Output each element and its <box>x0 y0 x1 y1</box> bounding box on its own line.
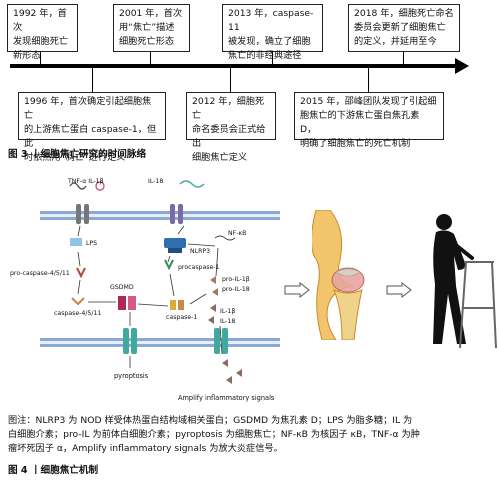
procaspase4511-icon <box>76 267 86 279</box>
label-lps: LPS <box>86 240 98 247</box>
elderly-walker-icon <box>433 214 497 349</box>
connector <box>40 52 41 64</box>
right-arrow-icon <box>386 282 412 298</box>
timeline-event-1996: 1996 年，首次确定引起细胞焦亡 的上游焦亡蛋白 caspase-1，但此 时… <box>18 92 166 163</box>
pro-il-icons <box>210 276 218 296</box>
label-gsdmd: GSDMD <box>110 284 134 291</box>
nlrp3-icon <box>164 238 186 253</box>
procaspase1-icon <box>164 259 174 271</box>
label-il1b: IL-1β <box>220 308 236 315</box>
label-il18-mature: IL-18 <box>220 318 236 325</box>
timeline-event-2018: 2018 年，细胞死亡命名 委员会更新了细胞焦亡 的定义，并延用至今 <box>348 4 460 52</box>
label-nfkb: NF-κB <box>228 230 247 237</box>
mature-il-icons <box>208 304 242 384</box>
caspase4511-icon <box>71 297 85 306</box>
receptor-right-icon <box>170 204 183 224</box>
receptor-left-icon <box>76 204 89 224</box>
right-arrow-icon <box>284 282 310 298</box>
label-caspase1: caspase-1 <box>166 314 198 321</box>
connector <box>272 52 273 64</box>
label-nlrp3: NLRP3 <box>190 248 211 255</box>
label-procaspase4511: pro-caspase-4/5/11 <box>10 270 70 277</box>
connector <box>150 52 151 64</box>
connector <box>403 52 404 64</box>
connector <box>368 68 369 92</box>
lower-membrane <box>40 338 280 347</box>
figure4-note: 图注：NLRP3 为 NOD 样受体热蛋白结构域相关蛋白；GSDMD 为焦孔素 … <box>8 415 420 454</box>
cytokine-ligands-icon <box>69 181 105 191</box>
timeline-axis <box>10 64 456 68</box>
label-tnf-il1b: TNF-α IL-1β <box>68 178 104 185</box>
label-amplify: Amplify inflammatory signals <box>178 394 275 402</box>
timeline-event-2015: 2015 年，邵峰团队发现了引起细 胞焦亡的下游焦亡蛋白焦孔素 D， 明确了细胞… <box>294 92 444 149</box>
knee-joint-icon <box>312 210 365 340</box>
pathway-svg <box>40 180 280 384</box>
label-il18: IL-18 <box>148 178 164 185</box>
lps-icon <box>70 238 82 246</box>
label-caspase4511: caspase-4/5/11 <box>54 310 102 317</box>
connector <box>230 68 231 92</box>
gsdmd-pore-channel-icon <box>123 328 228 354</box>
pyroptosis-diagram: TNF-α IL-1β IL-18 LPS NLRP3 NF-κB procas… <box>10 168 280 408</box>
timeline-event-1992: 1992 年，首次 发现细胞死亡 新形态 <box>7 4 78 61</box>
label-pro-il18: pro-IL-18 <box>222 286 250 293</box>
figure4-caption: 图 4 丨细胞焦亡机制 <box>8 465 99 476</box>
timeline-event-2012: 2012 年，细胞死亡 命名委员会正式给出 细胞焦亡定义 <box>186 92 276 163</box>
nfkb-icon <box>214 235 236 241</box>
timeline-arrow-icon <box>455 58 469 74</box>
il18-ligand-icon <box>179 180 205 188</box>
connector <box>92 68 93 92</box>
label-procaspase1: procaspase-1 <box>178 264 220 271</box>
label-pyroptosis: pyroptosis <box>114 372 149 380</box>
upper-membrane <box>40 211 280 220</box>
timeline-event-2001: 2001 年，首次 用“焦亡”描述 细胞死亡形态 <box>113 4 190 52</box>
timeline-event-2013: 2013 年，caspase-11 被发现，确立了细胞 焦亡的非经典途径 <box>222 4 323 61</box>
figure3-caption: 图 3 丨细胞焦亡研究的时间脉络 <box>8 149 147 160</box>
caspase1-icon <box>170 300 184 310</box>
gsdmd-icon <box>118 296 136 310</box>
pathway-arrows <box>77 225 223 368</box>
label-pro-il1b: pro-IL-1β <box>222 276 250 283</box>
